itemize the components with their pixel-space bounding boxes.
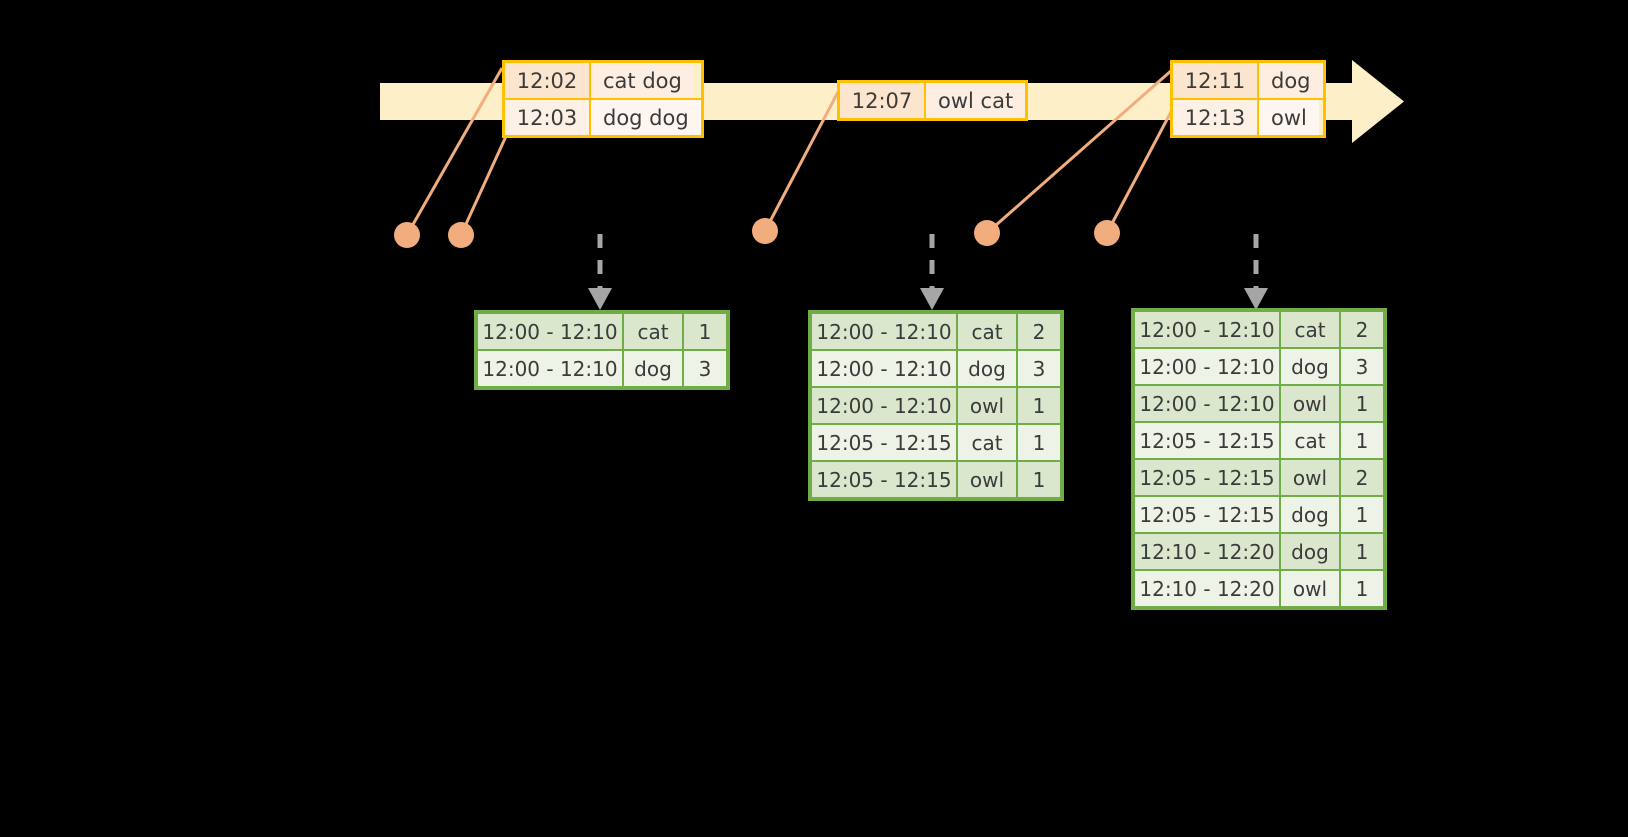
key-cell: dog xyxy=(958,351,1016,386)
count-cell: 3 xyxy=(1018,351,1060,386)
event-time: 12:02 xyxy=(505,63,589,98)
event-row: 12:02 cat dog xyxy=(505,63,701,98)
count-cell: 3 xyxy=(684,351,726,386)
window-cell: 12:05 - 12:15 xyxy=(812,462,956,497)
key-cell: owl xyxy=(958,462,1016,497)
count-cell: 1 xyxy=(1341,534,1383,569)
event-marker-4 xyxy=(974,220,1000,246)
count-cell: 1 xyxy=(1341,497,1383,532)
count-cell: 2 xyxy=(1341,460,1383,495)
window-cell: 12:05 - 12:15 xyxy=(1135,423,1279,458)
event-row: 12:07 owl cat xyxy=(840,83,1026,118)
event-row: 12:11 dog xyxy=(1173,63,1323,98)
count-cell: 1 xyxy=(1341,386,1383,421)
count-cell: 1 xyxy=(1018,462,1060,497)
event-marker-1 xyxy=(394,222,420,248)
count-cell: 1 xyxy=(684,314,726,349)
key-cell: dog xyxy=(1281,534,1339,569)
event-time: 12:13 xyxy=(1173,100,1257,135)
window-cell: 12:10 - 12:20 xyxy=(1135,534,1279,569)
event-marker-5 xyxy=(1094,220,1120,246)
window-cell: 12:05 - 12:15 xyxy=(1135,460,1279,495)
key-cell: cat xyxy=(1281,312,1339,347)
event-values: dog xyxy=(1257,63,1323,98)
count-cell: 1 xyxy=(1018,388,1060,423)
window-cell: 12:00 - 12:10 xyxy=(812,314,956,349)
count-cell: 1 xyxy=(1018,425,1060,460)
key-cell: dog xyxy=(1281,349,1339,384)
window-cell: 12:05 - 12:15 xyxy=(812,425,956,460)
key-cell: owl xyxy=(1281,386,1339,421)
key-cell: cat xyxy=(958,314,1016,349)
event-row: 12:03 dog dog xyxy=(505,98,701,135)
event-group-3: 12:11 dog 12:13 owl xyxy=(1170,60,1326,138)
window-cell: 12:00 - 12:10 xyxy=(1135,349,1279,384)
event-values: cat dog xyxy=(589,63,694,98)
event-time: 12:03 xyxy=(505,100,589,135)
event-values: owl cat xyxy=(924,83,1026,118)
event-marker-3 xyxy=(752,218,778,244)
event-group-2: 12:07 owl cat xyxy=(837,80,1029,121)
event-group-1: 12:02 cat dog 12:03 dog dog xyxy=(502,60,704,138)
key-cell: dog xyxy=(1281,497,1339,532)
key-cell: cat xyxy=(1281,423,1339,458)
count-cell: 2 xyxy=(1341,312,1383,347)
key-cell: dog xyxy=(624,351,682,386)
window-cell: 12:05 - 12:15 xyxy=(1135,497,1279,532)
window-cell: 12:10 - 12:20 xyxy=(1135,571,1279,606)
key-cell: owl xyxy=(958,388,1016,423)
window-cell: 12:00 - 12:10 xyxy=(478,351,622,386)
window-cell: 12:00 - 12:10 xyxy=(812,351,956,386)
event-row: 12:13 owl xyxy=(1173,98,1323,135)
key-cell: cat xyxy=(958,425,1016,460)
window-cell: 12:00 - 12:10 xyxy=(1135,312,1279,347)
window-cell: 12:00 - 12:10 xyxy=(812,388,956,423)
count-cell: 1 xyxy=(1341,571,1383,606)
event-marker-2 xyxy=(448,222,474,248)
key-cell: cat xyxy=(624,314,682,349)
count-cell: 2 xyxy=(1018,314,1060,349)
result-flow-arrowheads xyxy=(588,288,1268,310)
key-cell: owl xyxy=(1281,571,1339,606)
event-values: dog dog xyxy=(589,100,701,135)
key-cell: owl xyxy=(1281,460,1339,495)
event-time: 12:07 xyxy=(840,83,924,118)
count-cell: 1 xyxy=(1341,423,1383,458)
event-time: 12:11 xyxy=(1173,63,1257,98)
window-cell: 12:00 - 12:10 xyxy=(1135,386,1279,421)
window-cell: 12:00 - 12:10 xyxy=(478,314,622,349)
count-cell: 3 xyxy=(1341,349,1383,384)
event-values: owl xyxy=(1257,100,1319,135)
result-flow-arrows xyxy=(597,234,1259,288)
